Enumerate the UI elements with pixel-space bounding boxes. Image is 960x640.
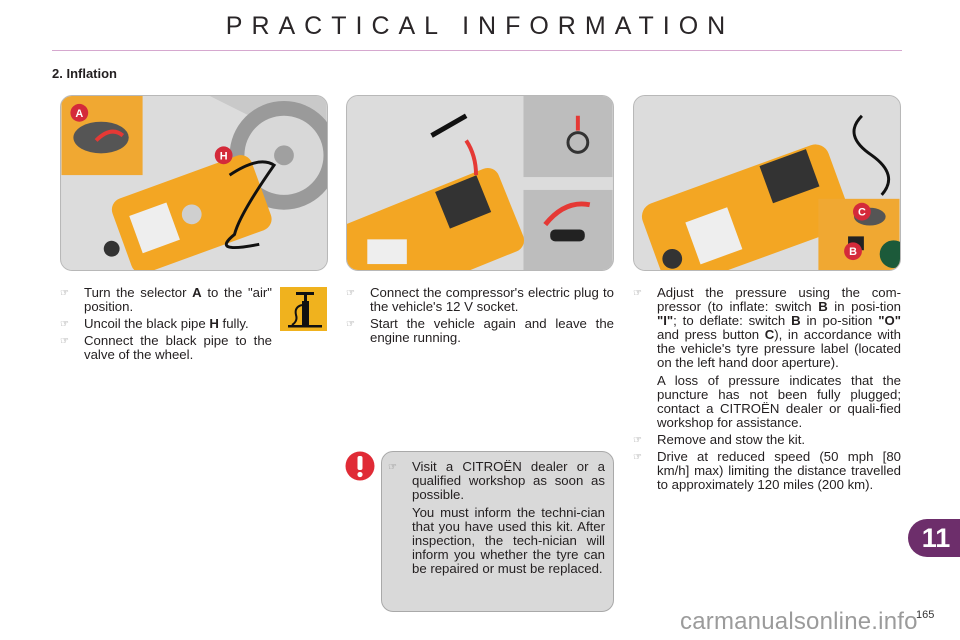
warning-note: You must inform the techni-cian that you…	[412, 505, 605, 576]
pointing-hand-icon: ☞	[633, 288, 642, 299]
electric-plug-drawing	[347, 96, 613, 270]
middle-instructions: ☞ Connect the compressor's electric plug…	[346, 286, 614, 348]
warning-step: ☞ Visit a CITROËN dealer or a qualified …	[388, 459, 605, 502]
exclamation-icon	[345, 451, 375, 481]
step-drive-reduced: ☞ Drive at reduced speed (50 mph [80 km/…	[633, 449, 901, 492]
pointing-hand-icon: ☞	[60, 336, 69, 347]
section-heading: 2. Inflation	[52, 66, 117, 81]
step-connect-pipe: ☞ Connect the black pipe to the valve of…	[60, 333, 272, 362]
title-divider	[52, 50, 902, 51]
pointing-hand-icon: ☞	[346, 319, 355, 330]
pointing-hand-icon: ☞	[633, 435, 642, 446]
step-connect-plug: ☞ Connect the compressor's electric plug…	[346, 285, 614, 314]
step-stow-kit: ☞ Remove and stow the kit.	[633, 432, 806, 447]
step-adjust-pressure: ☞ Adjust the pressure using the com-pres…	[633, 285, 901, 370]
illustration-electric-plug	[346, 95, 614, 271]
chapter-tab[interactable]: 11	[908, 519, 960, 557]
right-instructions: ☞ Adjust the pressure using the com-pres…	[633, 286, 901, 495]
svg-text:H: H	[220, 150, 228, 162]
pointing-hand-icon: ☞	[388, 462, 397, 473]
compressor-selector-drawing: A H	[61, 96, 327, 270]
pressure-loss-note: A loss of pressure indicates that the pu…	[657, 373, 901, 430]
page-number: 165	[916, 609, 935, 621]
tyre-pump-icon	[280, 287, 327, 331]
step-turn-selector: ☞ Turn the selector A to the "air" posit…	[60, 285, 272, 314]
step-uncoil-pipe: ☞ Uncoil the black pipe H fully.	[60, 316, 249, 331]
svg-text:A: A	[75, 108, 83, 120]
pointing-hand-icon: ☞	[60, 288, 69, 299]
illustration-compressor-selector: A H	[60, 95, 328, 271]
left-instructions: ☞ Turn the selector A to the "air" posit…	[60, 286, 272, 365]
warning-box: ☞ Visit a CITROËN dealer or a qualified …	[381, 451, 614, 612]
svg-text:C: C	[858, 207, 866, 219]
illustration-pressure-adjust: C B	[633, 95, 901, 271]
watermark: carmanualsonline.info	[680, 608, 918, 635]
step-start-vehicle: ☞ Start the vehicle again and leave the …	[346, 316, 614, 345]
page-title: PRACTICAL INFORMATION	[225, 12, 735, 40]
pressure-adjust-drawing: C B	[634, 96, 900, 270]
pointing-hand-icon: ☞	[60, 319, 69, 330]
pointing-hand-icon: ☞	[346, 288, 355, 299]
svg-text:B: B	[849, 246, 857, 258]
pointing-hand-icon: ☞	[633, 452, 642, 463]
